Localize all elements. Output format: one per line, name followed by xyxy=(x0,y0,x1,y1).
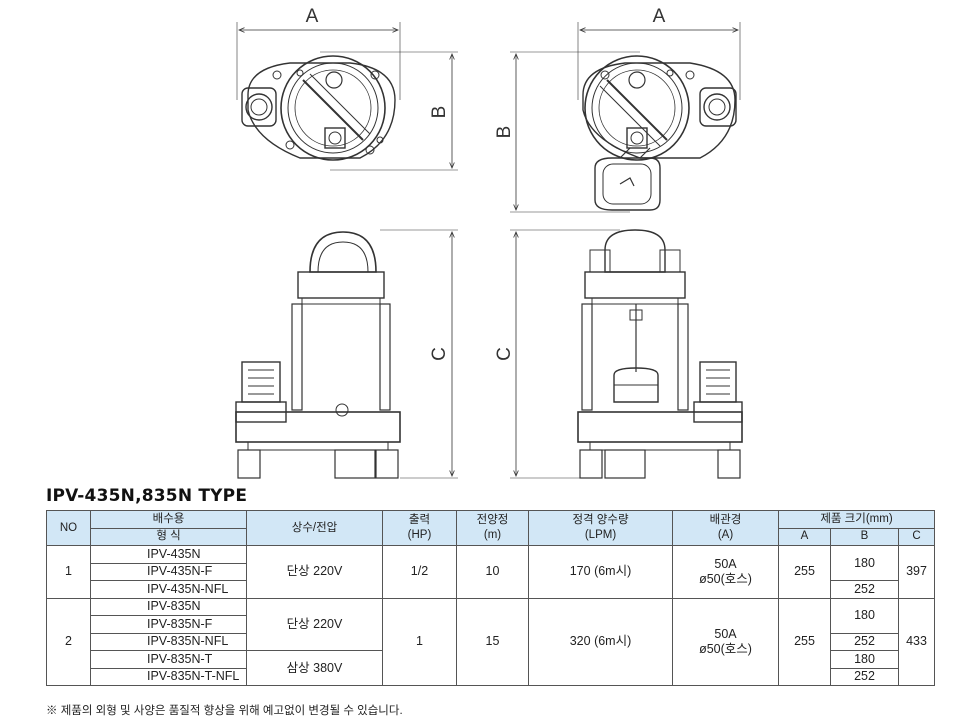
dim-label-b-left: B xyxy=(429,106,450,119)
top-view-right xyxy=(510,22,741,213)
cell-size-b: 252 xyxy=(830,667,899,686)
cell-size-b: 252 xyxy=(830,632,899,651)
cell-pipe-line2: ø50(호스) xyxy=(699,641,752,656)
header-no: NO xyxy=(46,510,91,546)
cell-pipe-line2: ø50(호스) xyxy=(699,571,752,586)
header-model-bottom: 형 식 xyxy=(90,527,247,546)
side-view-left xyxy=(235,229,458,479)
table-row: IPV-835N-T 삼상 380V 180 xyxy=(47,650,935,686)
header-model-top: 배수용 xyxy=(90,510,247,529)
cell-output: 1 xyxy=(382,597,457,686)
cell-no: 2 xyxy=(46,597,91,686)
cell-phase: 단상 220V xyxy=(246,545,383,599)
dim-label-b-right: B xyxy=(494,126,515,139)
cell-phase: 단상 220V xyxy=(246,597,383,651)
cell-capacity: 320 (6m시) xyxy=(528,597,673,686)
header-pipe-label: 배관경 xyxy=(709,514,742,526)
cell-no: 1 xyxy=(46,545,91,599)
dim-label-c-left: C xyxy=(429,347,450,361)
cell-model: IPV-835N-NFL xyxy=(90,632,247,651)
header-size-b: B xyxy=(830,527,899,546)
product-type-title: IPV-435N,835N TYPE xyxy=(46,486,248,506)
table-row: IPV-835N-T-NFL 252 xyxy=(47,667,935,686)
pump-technical-drawing: A A B B C C xyxy=(235,6,743,479)
cell-model: IPV-435N-NFL xyxy=(90,580,247,599)
cell-model: IPV-835N-F xyxy=(90,615,247,634)
header-pipe: 배관경 (A) xyxy=(672,510,779,546)
footnote: ※ 제품의 외형 및 사양은 품질적 향상을 위해 예고없이 변경될 수 있습니… xyxy=(46,705,403,717)
header-head: 전양정 (m) xyxy=(456,510,529,546)
cell-size-c: 397 xyxy=(897,545,936,599)
cell-size-b: 180 xyxy=(830,650,899,669)
cell-pipe-line1: 50A xyxy=(714,556,737,571)
side-view-right xyxy=(510,229,743,479)
cell-model: IPV-835N-T xyxy=(90,650,247,669)
cell-size-b: 180 xyxy=(830,545,899,581)
spec-table: NO 배수용 상수/전압 출력 (HP) 전양정 (m) 정격 양수량 (LPM) 배… xyxy=(46,510,936,686)
cell-model: IPV-835N-T-NFL xyxy=(90,667,247,686)
header-capacity: 정격 양수량 (LPM) xyxy=(528,510,673,546)
cell-size-b: 252 xyxy=(830,580,899,599)
cell-head: 10 xyxy=(456,545,529,599)
table-row: IPV-835N-NFL 252 xyxy=(47,632,935,651)
cell-model: IPV-835N xyxy=(90,597,247,616)
header-phase: 상수/전압 xyxy=(246,510,383,546)
cell-model: IPV-435N xyxy=(90,545,247,564)
cell-phase: 삼상 380V xyxy=(246,650,383,686)
cell-size-a: 255 xyxy=(778,597,831,686)
cell-size-a: 255 xyxy=(778,545,831,599)
cell-pipe-line1: 50A xyxy=(714,626,737,641)
header-size-c: C xyxy=(897,527,936,546)
header-output-label: 출력 xyxy=(408,514,431,526)
table-row: IPV-435N-F xyxy=(47,562,935,581)
dim-label-c-right: C xyxy=(494,347,515,361)
table-row: IPV-435N-NFL 252 xyxy=(47,580,935,599)
dim-label-a-right: A xyxy=(653,6,666,27)
header-size: 제품 크기(mm) xyxy=(777,510,936,529)
cell-size-b: 180 xyxy=(830,597,899,634)
cell-size-c: 433 xyxy=(897,597,936,686)
cell-capacity: 170 (6m시) xyxy=(528,545,673,599)
header-output: 출력 (HP) xyxy=(382,510,457,546)
header-head-label: 전양정 xyxy=(476,514,509,526)
header-pipe-unit: (A) xyxy=(717,529,734,541)
header-row-1: NO 배수용 상수/전압 출력 (HP) 전양정 (m) 정격 양수량 (LPM) 배… xyxy=(46,510,936,546)
header-output-unit: (HP) xyxy=(407,529,432,541)
header-size-a: A xyxy=(778,527,831,546)
header-head-unit: (m) xyxy=(483,529,502,541)
cell-model: IPV-435N-F xyxy=(90,562,247,581)
header-capacity-unit: (LPM) xyxy=(584,529,617,541)
dim-label-a-left: A xyxy=(306,6,319,27)
top-view-left xyxy=(236,22,458,171)
header-capacity-label: 정격 양수량 xyxy=(572,514,629,526)
cell-head: 15 xyxy=(456,597,529,686)
cell-output: 1/2 xyxy=(382,545,457,599)
